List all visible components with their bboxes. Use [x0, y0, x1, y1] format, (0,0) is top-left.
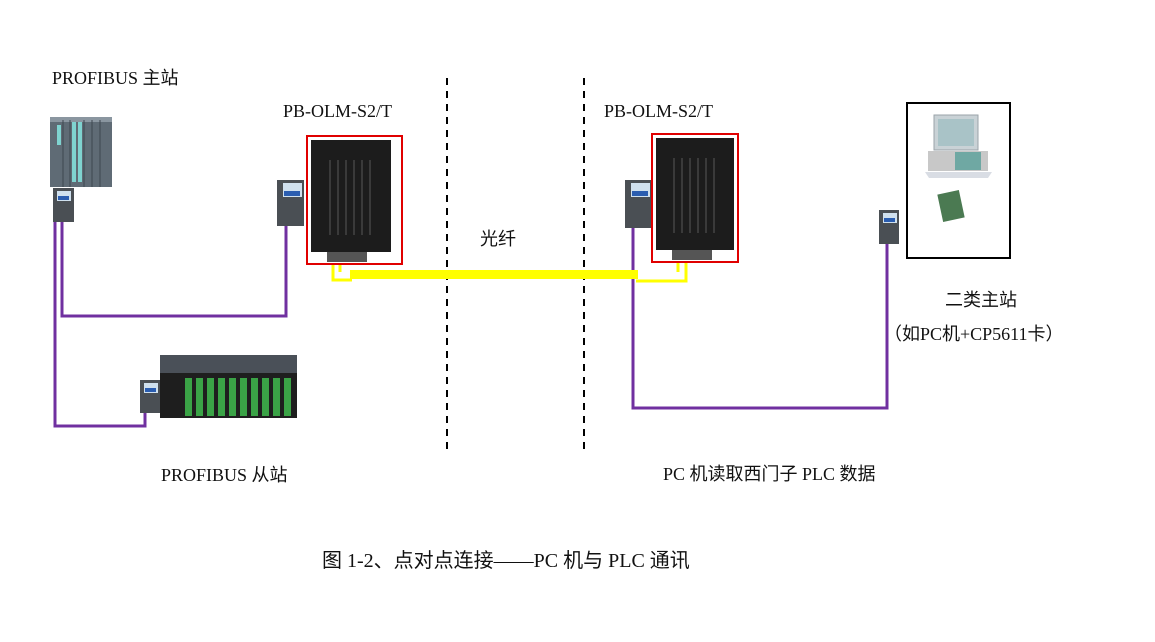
cable-master-to-slave — [53, 222, 147, 428]
label-class2-master-note: （如PC机+CP5611卡） — [884, 324, 1064, 344]
profibus-cables — [53, 222, 889, 428]
olm-left-device — [306, 135, 403, 265]
pc-with-cp5611-image — [906, 102, 1011, 259]
dp-connector-pc — [879, 210, 899, 244]
plc-slave-image — [160, 355, 297, 418]
dp-connector-olm-right — [625, 180, 652, 228]
label-pc-reads-plc: PC 机读取西门子 PLC 数据 — [663, 464, 876, 484]
plc-master-image — [50, 117, 112, 187]
label-olm-left: PB-OLM-S2/T — [283, 101, 393, 121]
dp-connector-olm-left — [277, 180, 304, 226]
figure-caption: 图 1-2、点对点连接——PC 机与 PLC 通讯 — [322, 550, 690, 572]
dp-connector-slave — [140, 380, 160, 413]
cable-olm-to-pc — [631, 228, 889, 410]
label-slave-station: PROFIBUS 从站 — [161, 465, 288, 485]
label-class2-master: 二类主站 — [945, 290, 1017, 310]
label-olm-right: PB-OLM-S2/T — [604, 101, 714, 121]
dp-connector-master — [53, 188, 74, 222]
olm-right-device — [651, 133, 739, 263]
label-master-station: PROFIBUS 主站 — [52, 68, 179, 88]
cable-master-to-olm — [60, 222, 288, 318]
label-fiber: 光纤 — [480, 229, 516, 249]
